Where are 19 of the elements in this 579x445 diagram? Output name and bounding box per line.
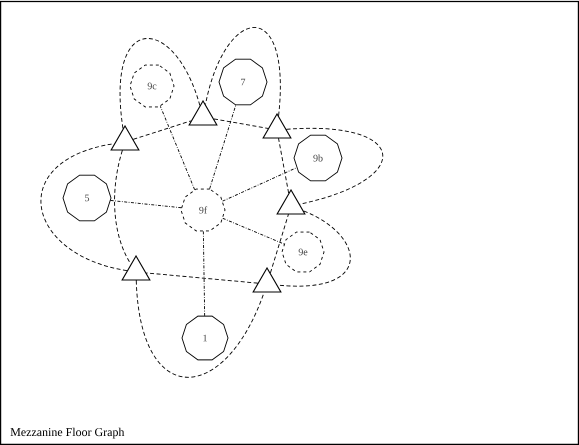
dashed-loop-line [40,143,128,272]
graph-title: Mezzanine Floor Graph [10,428,124,439]
connector-line [222,218,285,244]
dashed-loop-line [214,118,268,129]
dashed-loop-line [286,128,384,205]
dashed-loop-line [120,38,200,129]
connector-line [110,200,182,208]
dashed-loop-line [146,272,258,284]
connector-line [222,167,298,202]
dashed-loop-line [277,210,351,287]
dashed-loop-line [132,120,192,140]
connector-line [202,230,206,316]
connector-line [209,104,236,190]
dashed-loop-line [278,138,290,194]
dashed-loop-line [205,27,281,116]
dashed-loop-line [270,214,289,274]
dashed-loop-line [136,280,264,378]
connector-line [160,106,196,190]
dashed-loop-line [114,150,132,264]
